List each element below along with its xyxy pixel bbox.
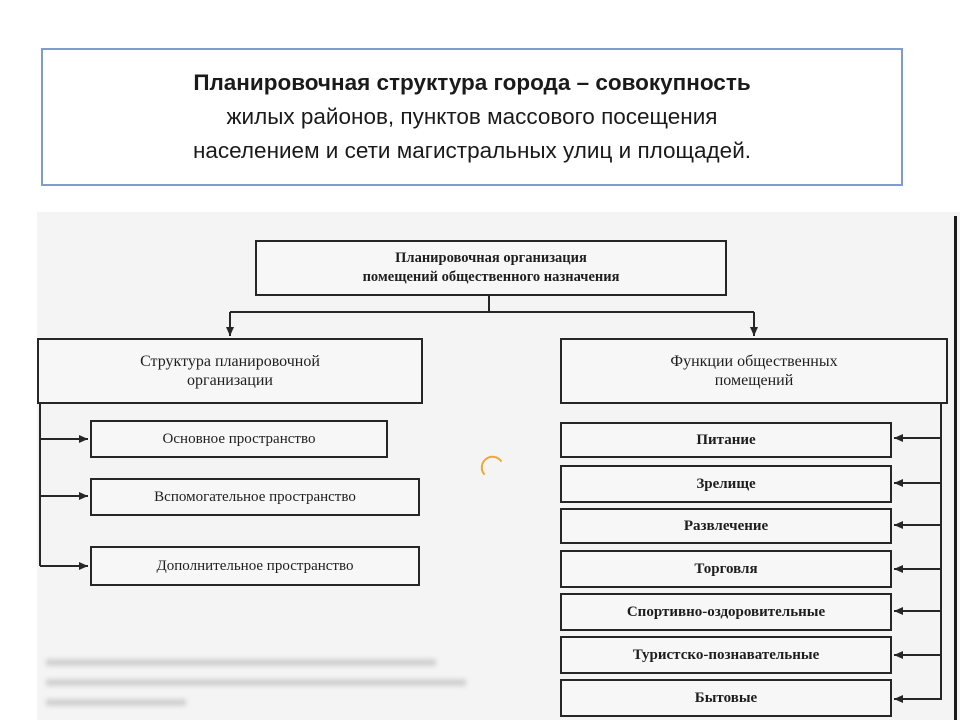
function-label: Туристско-познавательные: [632, 646, 820, 663]
function-label: Развлечение: [683, 517, 769, 534]
left-item-label: Дополнительное пространство: [156, 557, 354, 574]
root-box: Планировочная организация помещений обще…: [255, 240, 727, 296]
caption-line-1: Планировочная структура города – совокуп…: [193, 70, 751, 96]
caption-line-3: населением и сети магистральных улиц и п…: [192, 137, 752, 163]
function-label: Торговля: [694, 560, 758, 577]
function-box: Развлечение: [560, 508, 892, 544]
right-head-line-1: Функции общественных: [670, 353, 838, 370]
scan-edge-line: [954, 216, 957, 720]
left-item-label: Основное пространство: [162, 430, 316, 447]
left-item-label: Вспомогательное пространство: [154, 488, 356, 505]
function-box: Туристско-познавательные: [560, 636, 892, 674]
function-box: Спортивно-оздоровительные: [560, 593, 892, 631]
function-label: Питание: [696, 431, 756, 448]
function-box: Питание: [560, 422, 892, 458]
left-item-box: Вспомогательное пространство: [90, 478, 420, 516]
function-label: Бытовые: [694, 689, 758, 706]
function-label: Спортивно-оздоровительные: [626, 603, 826, 620]
left-item-box: Основное пространство: [90, 420, 388, 458]
right-head-box: Функции общественных помещений: [560, 338, 948, 404]
left-head-line-1: Структура планировочной: [140, 353, 320, 370]
function-box: Зрелище: [560, 465, 892, 503]
root-line-2: помещений общественного назначения: [362, 269, 620, 285]
caption-line-2: жилых районов, пунктов массового посещен…: [226, 104, 718, 130]
left-item-box: Дополнительное пространство: [90, 546, 420, 586]
right-head-line-2: помещений: [714, 372, 794, 389]
function-label: Зрелище: [696, 475, 756, 492]
loading-spinner-icon: [480, 455, 502, 475]
left-head-box: Структура планировочной организации: [37, 338, 423, 404]
definition-caption: Планировочная структура города – совокуп…: [41, 48, 903, 186]
left-head-line-2: организации: [187, 372, 273, 389]
function-box: Торговля: [560, 550, 892, 588]
function-box: Бытовые: [560, 679, 892, 717]
blurred-caption-smudge: [42, 655, 472, 717]
root-line-1: Планировочная организация: [395, 250, 587, 266]
